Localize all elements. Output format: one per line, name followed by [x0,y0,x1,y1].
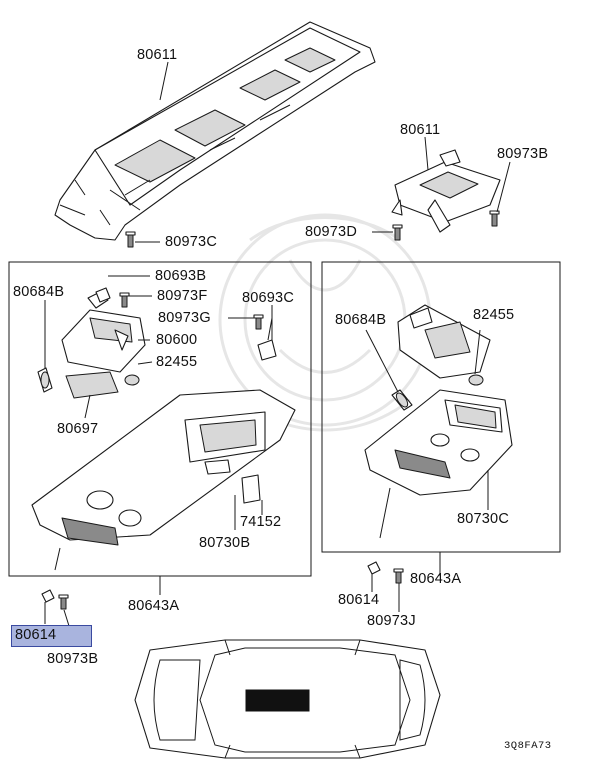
overhead-console-location-mark [245,689,310,712]
callout-80684B-right[interactable]: 80684B [335,312,387,328]
callout-80973C[interactable]: 80973C [165,234,217,250]
right-assembly-box [321,261,561,553]
leader-80611-right [424,136,429,171]
screw-80973J [393,568,404,584]
screw-80973B-left [58,594,69,610]
callout-80693B[interactable]: 80693B [155,268,207,284]
callout-82455-right[interactable]: 82455 [473,307,515,323]
clip-80614-right [367,561,381,575]
screw-80973C [125,231,136,248]
callout-80600[interactable]: 80600 [156,332,198,348]
vehicle-top-view [134,639,441,759]
callout-80614-right[interactable]: 80614 [338,592,380,608]
callout-80611-right[interactable]: 80611 [400,122,441,138]
bulb-80684B-left [37,367,53,393]
callout-80693C[interactable]: 80693C [242,290,294,306]
leader-80684B-right [365,329,399,393]
callout-80643A-right[interactable]: 80643A [410,571,462,587]
callout-74152[interactable]: 74152 [240,514,282,530]
screw-80973G [253,314,264,330]
bracket-80693C [257,317,277,361]
leader-80697 [84,394,91,419]
callout-80973B-right[interactable]: 80973B [497,146,549,162]
screw-80973F [119,292,130,308]
headliner-bracket-large [54,21,376,241]
callout-80973G[interactable]: 80973G [158,310,211,326]
callout-80697[interactable]: 80697 [57,421,99,437]
leader-80611-top [159,61,169,101]
callout-80973B-left[interactable]: 80973B [47,651,99,667]
leader-console-right [379,487,391,539]
callout-80730B[interactable]: 80730B [199,535,251,551]
overhead-console-80730B [31,389,296,546]
clip-82455-right [468,374,484,386]
bulb-80684B-right [391,389,413,411]
callout-80611-top[interactable]: 80611 [137,47,178,63]
leader-82455-left [137,361,153,365]
screw-80973D [392,224,403,241]
callout-80973J[interactable]: 80973J [367,613,416,629]
callout-80973D[interactable]: 80973D [305,224,357,240]
clip-80693B [95,287,111,303]
lamp-housing-80600 [61,291,146,373]
overhead-console-80730C [364,389,513,496]
lamp-housing-right [397,304,491,379]
callout-80730C[interactable]: 80730C [457,511,509,527]
callout-80973F[interactable]: 80973F [157,288,208,304]
leader-80973B-right [496,161,511,213]
callout-82455-left[interactable]: 82455 [156,354,198,370]
leader-console-left [54,547,61,571]
callout-80614-left-selected[interactable]: 80614 [11,625,92,647]
callout-80684B-left[interactable]: 80684B [13,284,65,300]
leader-82455-right [474,329,481,375]
clip-80614-left [41,589,55,603]
screw-80973B-right [489,210,500,227]
lens-80697 [65,371,119,399]
diagram-code: 3Q8FA73 [504,740,552,752]
headliner-bracket-small [391,149,501,233]
callout-80643A-left[interactable]: 80643A [128,598,180,614]
clip-82455-left [124,374,140,386]
switch-74152 [241,474,261,504]
